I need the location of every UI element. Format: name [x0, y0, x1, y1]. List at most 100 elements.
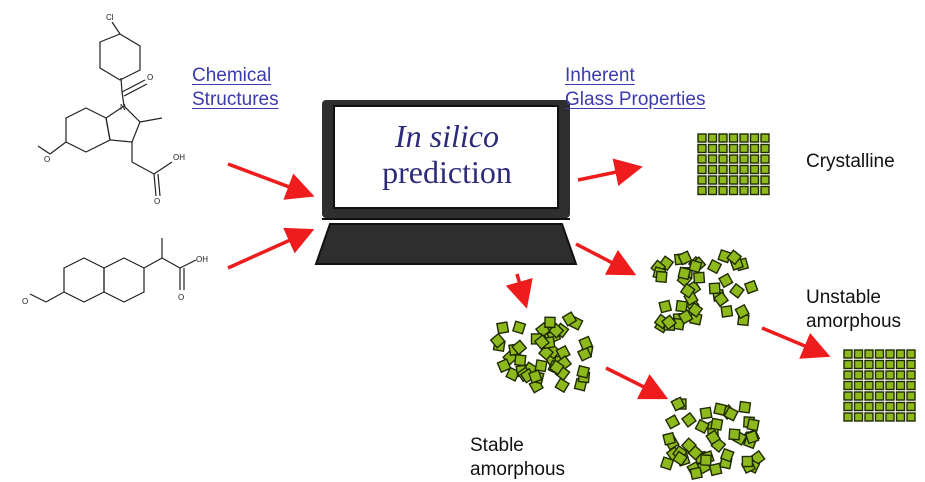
particle — [688, 259, 703, 274]
particle — [548, 359, 565, 376]
particles-crystalline — [697, 133, 770, 196]
particle — [670, 396, 686, 412]
particle — [707, 133, 718, 143]
particle — [511, 339, 528, 356]
particles-stable-amorphous — [489, 311, 594, 394]
particle — [895, 349, 906, 359]
particle — [853, 380, 864, 391]
particle — [743, 279, 759, 295]
particle — [853, 401, 864, 412]
particle — [658, 299, 673, 314]
particle — [906, 370, 916, 380]
particle — [718, 154, 728, 164]
particle — [760, 185, 770, 196]
particle — [675, 299, 688, 313]
particle — [719, 447, 735, 463]
atom-label-cl: Cl — [106, 13, 114, 22]
particle — [746, 418, 760, 432]
particle — [576, 364, 591, 379]
particle — [874, 412, 885, 422]
particle — [874, 359, 885, 370]
atom-label-o-methoxy: O — [44, 155, 50, 164]
particle — [895, 359, 906, 370]
unstable-line2: amorphous — [806, 311, 902, 332]
particle — [749, 133, 760, 143]
particle — [687, 301, 704, 318]
particle — [749, 164, 760, 175]
particle — [760, 164, 770, 175]
particle — [739, 185, 749, 196]
arrow-bottom-molecule-to-laptop — [227, 227, 315, 270]
particle — [544, 316, 556, 329]
particle — [885, 370, 895, 380]
particle — [680, 437, 697, 454]
atom-label-n: N — [120, 103, 126, 112]
arrow-laptop-to-crystalline — [577, 158, 643, 186]
chemical-structures-link[interactable]: Chemical Structures — [192, 64, 279, 112]
stable-amorphous-label: Stable amorphous — [470, 434, 565, 482]
atom-label-oh: OH — [173, 153, 185, 162]
stable-line2: amorphous — [470, 459, 566, 480]
particle — [512, 320, 527, 335]
particle — [738, 400, 752, 414]
inherent-glass-line1: Inherent — [565, 65, 635, 86]
screen-line2: prediction — [382, 154, 512, 190]
particle — [864, 412, 874, 422]
particle — [885, 391, 895, 401]
particle — [744, 429, 760, 445]
particle — [533, 334, 550, 351]
laptop-screen-text: In silico prediction — [336, 118, 558, 190]
unstable-amorphous-label: Unstable amorphous — [806, 286, 901, 334]
particle — [713, 402, 727, 417]
atom-label-o-methoxy: O — [22, 297, 28, 306]
particle — [864, 391, 874, 401]
molecule-bottom-atom-labels: OH O O — [22, 255, 208, 306]
particle — [561, 311, 578, 327]
particle — [739, 164, 749, 175]
laptop-screen — [333, 105, 559, 209]
particles-crystalline-from-unstable — [843, 349, 916, 422]
particle — [885, 412, 895, 422]
particle — [707, 164, 718, 175]
particle — [496, 321, 510, 335]
particle — [677, 250, 693, 266]
particle — [707, 185, 718, 196]
particle — [885, 401, 895, 412]
particle — [906, 380, 916, 391]
particle — [554, 377, 570, 394]
particle — [707, 143, 718, 154]
stable-line1: Stable — [470, 435, 524, 456]
particle — [718, 272, 734, 289]
particle — [895, 380, 906, 391]
particle — [693, 271, 706, 284]
particle — [662, 431, 677, 446]
particle — [864, 349, 874, 359]
particle — [843, 359, 853, 370]
crystalline-label: Crystalline — [806, 151, 895, 172]
inherent-glass-line2: Glass Properties — [565, 89, 706, 110]
particle — [489, 332, 506, 349]
particle — [885, 380, 895, 391]
particle — [689, 466, 703, 481]
inherent-glass-properties-link[interactable]: Inherent Glass Properties — [565, 64, 705, 112]
laptop-base — [314, 223, 578, 265]
particle — [726, 249, 743, 266]
particle — [874, 401, 885, 412]
atom-label-o-acid: O — [154, 197, 160, 206]
atom-label-o-acid: O — [178, 293, 184, 302]
particle — [874, 380, 885, 391]
particle — [843, 412, 853, 422]
arrow-top-molecule-to-laptop — [227, 162, 315, 200]
particle — [578, 335, 594, 351]
particle — [760, 154, 770, 164]
particle — [537, 344, 555, 361]
particle — [906, 401, 916, 412]
particle — [760, 143, 770, 154]
particle — [710, 417, 724, 431]
particles-stable-amorphous-aged — [659, 396, 766, 481]
particle — [853, 370, 864, 380]
particle — [723, 406, 739, 422]
particle — [728, 282, 745, 299]
particle — [728, 143, 739, 154]
